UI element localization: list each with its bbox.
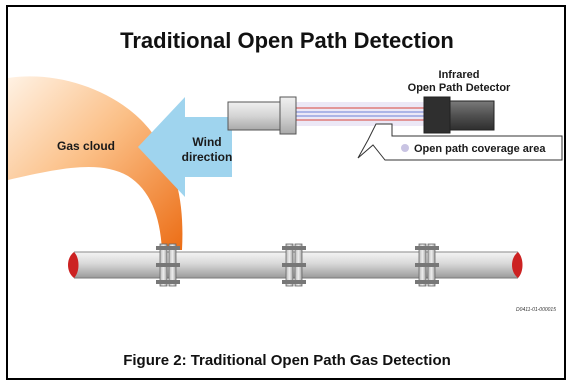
gas-cloud-plume [8, 76, 183, 250]
gas-cloud-label: Gas cloud [57, 139, 115, 153]
wind-label-line1: Wind [192, 135, 221, 149]
open-path-beam [296, 102, 426, 126]
diagram-title: Traditional Open Path Detection [120, 28, 454, 53]
drawing-code: D0411-01-000015 [516, 307, 556, 313]
wind-label-line2: direction [182, 150, 233, 164]
figure-frame [6, 5, 566, 380]
detector-label-line1: Infrared [439, 69, 480, 81]
coverage-callout-bracket [357, 123, 563, 161]
figure-caption: Figure 2: Traditional Open Path Gas Dete… [123, 352, 451, 369]
pipe-flange-1 [156, 243, 180, 287]
receiver-unit [227, 96, 297, 135]
detector-label-line2: Open Path Detector [408, 82, 511, 94]
coverage-label: Open path coverage area [414, 143, 546, 155]
pipe-flange-3 [415, 243, 439, 287]
coverage-dot-icon [401, 144, 409, 152]
pipe-flange-2 [282, 243, 306, 287]
wind-direction-arrow [138, 97, 232, 197]
infrared-detector [423, 96, 495, 134]
